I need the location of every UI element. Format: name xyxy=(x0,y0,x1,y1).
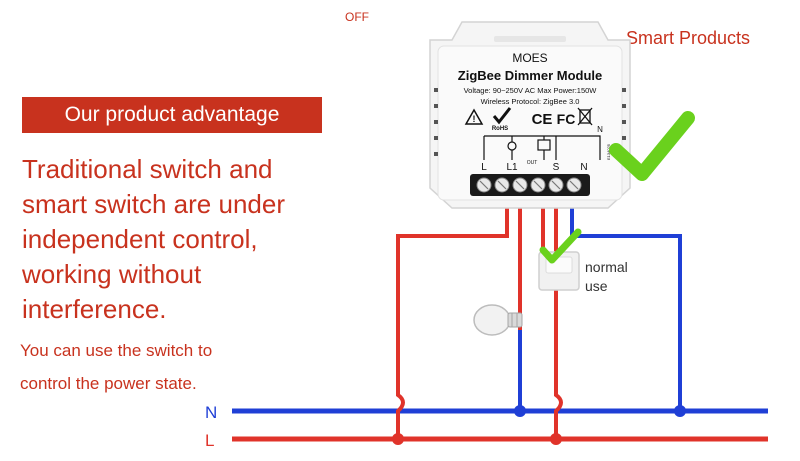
terminal-label-n: N xyxy=(580,162,587,173)
sub-line: You can use the switch to xyxy=(20,341,213,360)
off-label: OFF xyxy=(345,10,369,24)
terminal-label-l: L xyxy=(481,162,487,173)
switch-check-icon xyxy=(539,228,582,264)
neutral-return-wire xyxy=(570,190,682,411)
terminal-label-s: S xyxy=(553,162,560,173)
switch-usage-line: normal xyxy=(585,259,628,275)
advantage-banner: Our product advantage xyxy=(22,97,322,133)
switch-live-wire xyxy=(554,190,563,439)
terminal-label-n-top: N xyxy=(597,125,603,134)
terminal-screws xyxy=(476,177,582,193)
smart-products-label: Smart Products xyxy=(626,28,751,48)
lamp-live-wire xyxy=(396,190,509,439)
rohs-mark: RoHS xyxy=(492,126,508,132)
ce-mark: CE xyxy=(532,111,553,128)
sub-line: control the power state. xyxy=(20,374,197,393)
terminal-label-l1: L1 xyxy=(506,162,518,173)
fc-mark: FC xyxy=(557,111,576,127)
module-check-icon xyxy=(609,111,695,181)
wall-switch-icon xyxy=(538,251,580,291)
main-line: smart switch are under xyxy=(22,189,285,219)
warning-icon xyxy=(464,108,484,125)
main-line: independent control, xyxy=(22,224,258,254)
switch-usage-line: use xyxy=(585,278,608,294)
circuit-schematic xyxy=(483,135,601,160)
module-title: ZigBee Dimmer Module xyxy=(458,68,602,83)
sub-description: You can use the switch to control the po… xyxy=(20,334,320,400)
junction-dot xyxy=(392,433,404,445)
main-description: Traditional switch and smart switch are … xyxy=(22,152,352,327)
rohs-check-icon xyxy=(492,107,512,125)
junction-dot xyxy=(514,405,526,417)
terminal-out-label: OUT xyxy=(527,160,538,166)
neutral-label: N xyxy=(205,403,217,422)
warning-mark: ! xyxy=(473,114,476,124)
side-code: E134025 xyxy=(606,143,611,160)
brand-logo: MOES xyxy=(512,51,547,65)
module-protocol: Wireless Protocol: ZigBee 3.0 xyxy=(481,97,580,106)
lamp-bulb-icon xyxy=(473,304,523,336)
main-line: interference. xyxy=(22,294,167,324)
weee-bin-icon xyxy=(577,107,593,126)
module-spec: Voltage: 90~250V AC Max Power:150W xyxy=(464,86,598,95)
main-line: working without xyxy=(22,259,202,289)
main-line: Traditional switch and xyxy=(22,154,273,184)
junction-dot xyxy=(674,405,686,417)
dimmer-module: MOES ZigBee Dimmer Module Voltage: 90~25… xyxy=(429,21,631,209)
switch-usage-label: normal use xyxy=(585,258,665,296)
live-label: L xyxy=(205,431,214,450)
junction-dot xyxy=(550,433,562,445)
